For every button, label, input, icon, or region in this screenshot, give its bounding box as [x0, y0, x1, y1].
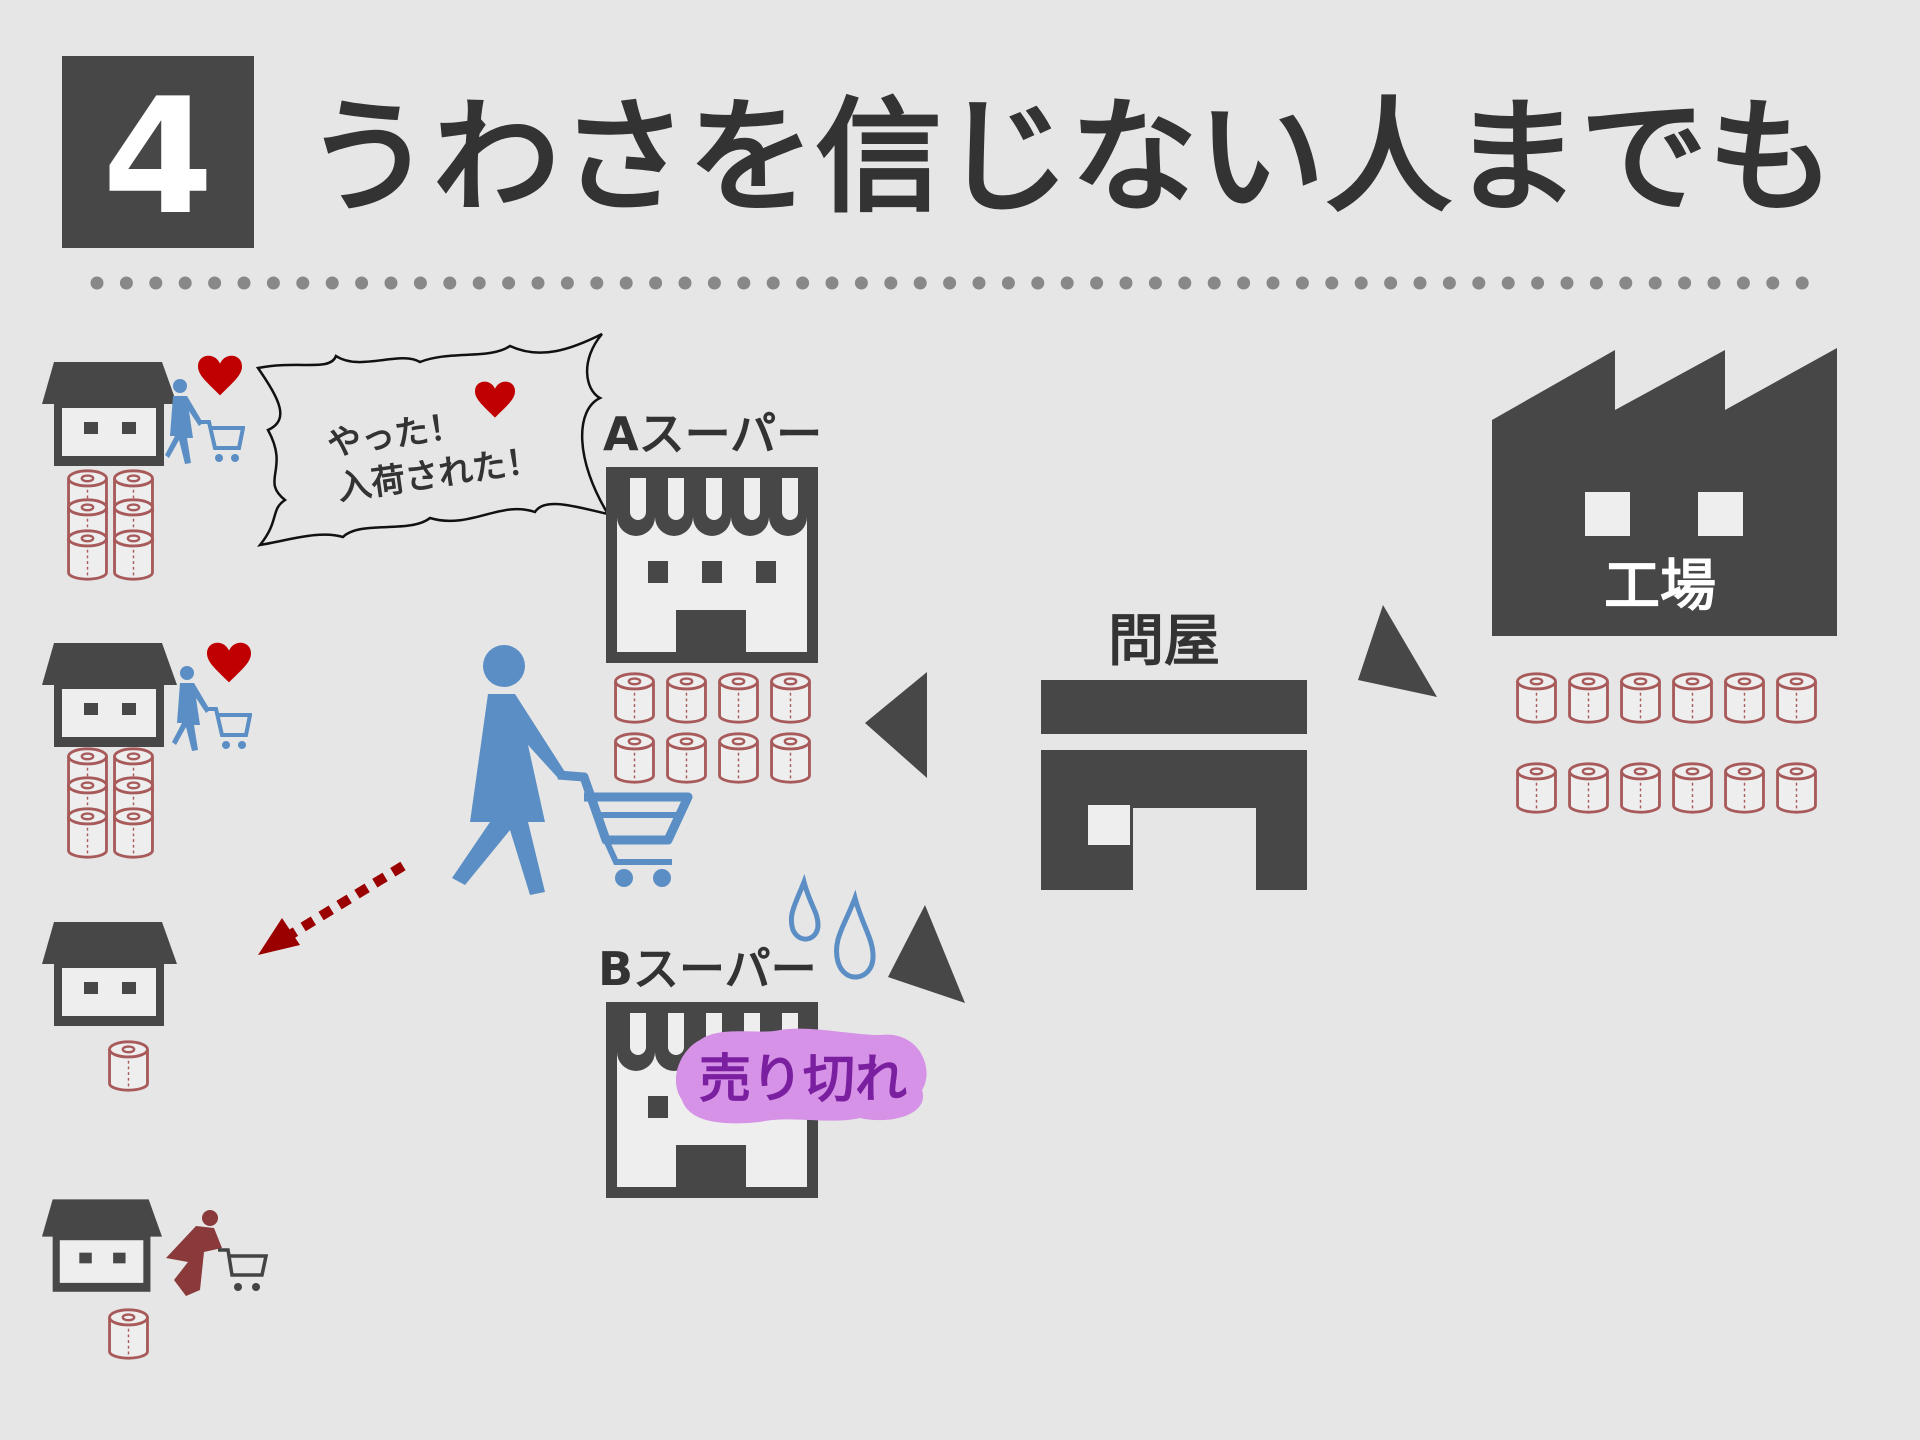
- roll-icon: [718, 732, 759, 784]
- step-number-box: [62, 56, 254, 248]
- factory-rolls: [1516, 672, 1817, 814]
- roll-icon: [1776, 672, 1817, 724]
- roll-icon: [1776, 762, 1817, 814]
- flow-arrow-to-wholesaler: [1358, 605, 1437, 697]
- roll-icon: [770, 732, 811, 784]
- store-b: Bスーパー 売り切れ: [598, 873, 927, 1198]
- roll-icon: [1672, 762, 1713, 814]
- house-icon: [42, 922, 177, 1026]
- roll-icon: [1724, 762, 1765, 814]
- house-icon: [42, 362, 177, 466]
- roll-icon: [1516, 672, 1557, 724]
- roll-icon: [1620, 672, 1661, 724]
- roll-icon: [1568, 672, 1609, 724]
- roll-icon: [1724, 672, 1765, 724]
- page-title: うわさを信じない人までも: [305, 86, 1835, 230]
- flow-arrow-to-store-a: [865, 672, 927, 778]
- sweat-drops-icon: [788, 873, 876, 980]
- store-icon: [606, 467, 818, 663]
- roll-icon: [1516, 762, 1557, 814]
- heart-icon: [207, 642, 251, 683]
- step-number: 4: [102, 63, 213, 250]
- shopper-icon: [172, 665, 252, 753]
- roll-icon: [108, 1308, 149, 1360]
- house-icon: [42, 1199, 162, 1292]
- roll-icon: [770, 672, 811, 724]
- speech-bubble: やった！ 入荷された！: [255, 332, 611, 547]
- roll-icon: [113, 807, 154, 859]
- roll-icon: [1672, 672, 1713, 724]
- house-4: [42, 1199, 269, 1360]
- roll-icon: [1568, 762, 1609, 814]
- house-2: [42, 642, 252, 859]
- flow-arrow-to-store-b: [888, 905, 965, 1003]
- roll-icon: [718, 672, 759, 724]
- roll-icon: [113, 529, 154, 581]
- sold-out-badge: 売り切れ: [675, 1028, 927, 1124]
- roll-icon: [614, 732, 655, 784]
- store-a-label: Aスーパー: [603, 407, 822, 461]
- house-1: [42, 355, 245, 581]
- store-b-label: Bスーパー: [598, 942, 817, 996]
- roll-icon: [666, 672, 707, 724]
- big-shopper-icon: [452, 645, 693, 895]
- roll-icon: [1620, 762, 1661, 814]
- house-3: [42, 922, 177, 1092]
- heart-icon: [198, 355, 242, 396]
- wholesaler-label: 問屋: [1108, 609, 1220, 674]
- roll-icon: [108, 1040, 149, 1092]
- header: 4 うわさを信じない人までも: [62, 56, 1835, 250]
- shopper-icon: [165, 378, 245, 466]
- factory: 工場: [1492, 348, 1837, 636]
- woman-shopper-icon: [166, 1210, 269, 1296]
- factory-label: 工場: [1604, 554, 1716, 619]
- wholesaler: 問屋: [1041, 609, 1307, 890]
- store-a: Aスーパー: [603, 407, 822, 784]
- sold-out-label: 売り切れ: [699, 1050, 907, 1110]
- roll-icon: [67, 807, 108, 859]
- roll-icon: [67, 529, 108, 581]
- roll-icon: [666, 732, 707, 784]
- house-icon: [42, 643, 177, 747]
- dotted-arrow: [258, 861, 406, 955]
- roll-icon: [614, 672, 655, 724]
